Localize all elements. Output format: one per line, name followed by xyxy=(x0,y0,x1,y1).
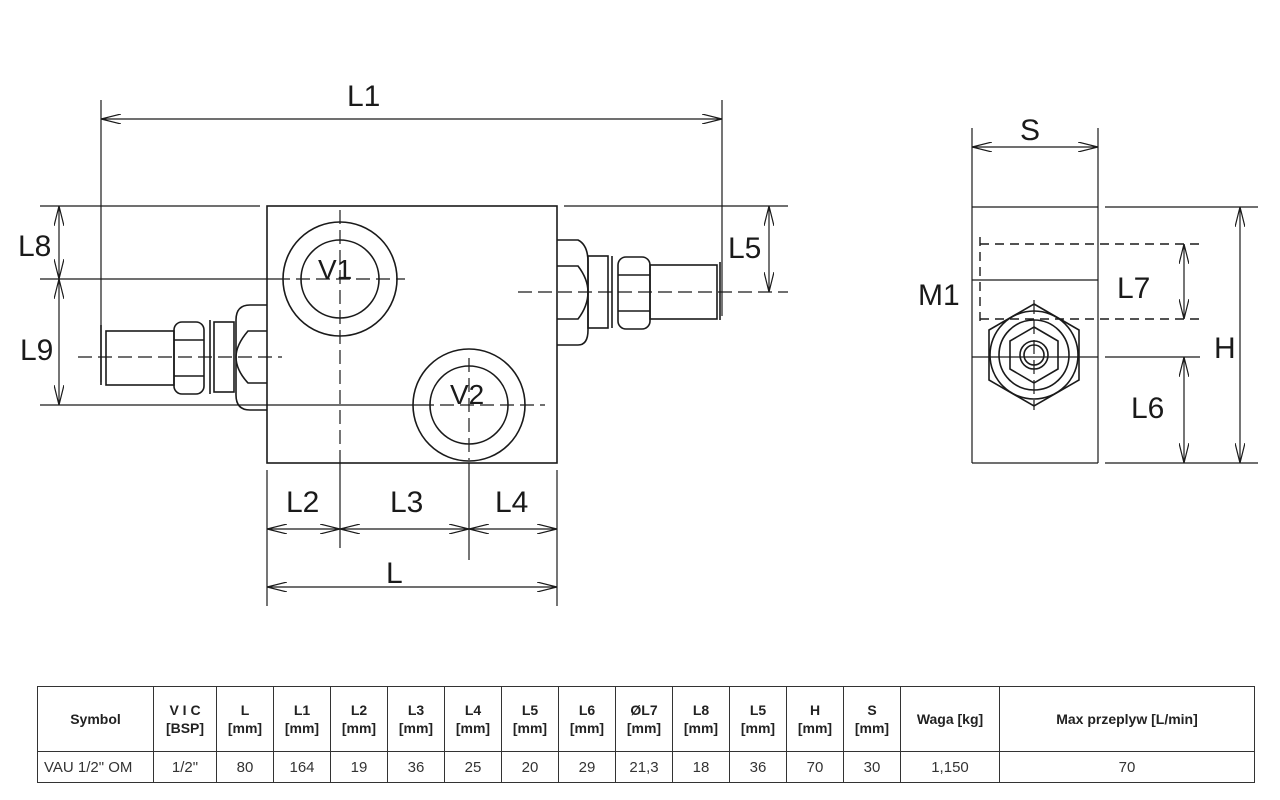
col-L1: L1[mm] xyxy=(273,686,331,752)
col-L5-second: L5[mm] xyxy=(729,686,787,752)
col-L2: L2[mm] xyxy=(330,686,388,752)
cell-L2: 19 xyxy=(330,751,388,783)
left-fitting xyxy=(78,304,282,411)
label-H: H xyxy=(1214,332,1236,365)
col-L4: L4[mm] xyxy=(444,686,502,752)
label-L5: L5 xyxy=(728,232,761,265)
cell-L5-second: 36 xyxy=(729,751,787,783)
cell-L1: 164 xyxy=(273,751,331,783)
cell-H: 70 xyxy=(786,751,844,783)
cell-vic: 1/2" xyxy=(153,751,217,783)
cell-L3: 36 xyxy=(387,751,445,783)
label-L1: L1 xyxy=(347,80,380,113)
specification-table: Symbol V I C[BSP] L[mm] L1[mm] L2[mm] L3… xyxy=(37,686,1255,783)
col-diam-L7: ØL7[mm] xyxy=(615,686,673,752)
label-L6: L6 xyxy=(1131,392,1164,425)
cell-L4: 25 xyxy=(444,751,502,783)
cell-L6: 29 xyxy=(558,751,616,783)
label-L9: L9 xyxy=(20,334,53,367)
side-view: S M1 L7 L6 H xyxy=(918,114,1258,464)
cell-L5: 20 xyxy=(501,751,559,783)
label-V1: V1 xyxy=(318,254,352,285)
right-fitting xyxy=(518,239,788,346)
cell-diam-L7: 21,3 xyxy=(615,751,673,783)
label-L7: L7 xyxy=(1117,272,1150,305)
col-L6: L6[mm] xyxy=(558,686,616,752)
port-V1: V1 xyxy=(276,210,405,463)
label-S: S xyxy=(1020,114,1040,147)
col-weight: Waga [kg] xyxy=(900,686,1000,752)
cell-max-flow: 70 xyxy=(999,751,1255,783)
label-L4: L4 xyxy=(495,486,528,519)
col-S: S[mm] xyxy=(843,686,901,752)
valve-block xyxy=(266,205,558,464)
label-V2: V2 xyxy=(450,379,484,410)
cell-weight: 1,150 xyxy=(900,751,1000,783)
col-L: L[mm] xyxy=(216,686,274,752)
col-L3: L3[mm] xyxy=(387,686,445,752)
cell-symbol: VAU 1/2" OM xyxy=(37,751,154,783)
port-V2: V2 xyxy=(412,348,526,462)
col-max-flow: Max przeplyw [L/min] xyxy=(999,686,1255,752)
front-view: L1 L8 L9 V1 V2 xyxy=(18,80,788,606)
cell-L: 80 xyxy=(216,751,274,783)
col-vic: V I C[BSP] xyxy=(153,686,217,752)
side-hex-fitting xyxy=(988,300,1080,410)
cell-L8: 18 xyxy=(672,751,730,783)
table-header-row: Symbol V I C[BSP] L[mm] L1[mm] L2[mm] L3… xyxy=(37,686,1255,752)
col-symbol: Symbol xyxy=(37,686,154,752)
label-L: L xyxy=(386,557,403,590)
valve-technical-drawing: L1 L8 L9 V1 V2 xyxy=(18,80,1258,606)
label-L8: L8 xyxy=(18,230,51,263)
col-L8: L8[mm] xyxy=(672,686,730,752)
col-L5: L5[mm] xyxy=(501,686,559,752)
label-L3: L3 xyxy=(390,486,423,519)
table-row: VAU 1/2" OM 1/2" 80 164 19 36 25 20 29 2… xyxy=(37,751,1255,783)
label-M1: M1 xyxy=(918,279,960,312)
label-L2: L2 xyxy=(286,486,319,519)
col-H: H[mm] xyxy=(786,686,844,752)
cell-S: 30 xyxy=(843,751,901,783)
